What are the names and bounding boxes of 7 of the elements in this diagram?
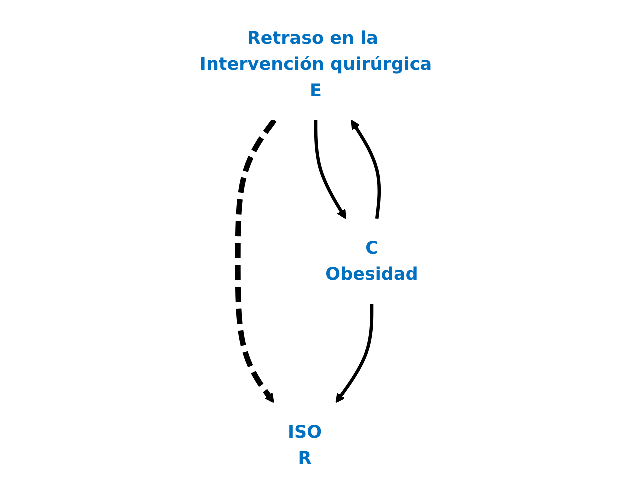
arrow (336, 304, 374, 404)
node-text: Retraso en la Intervención quirúrgica E (200, 27, 432, 101)
arrow (314, 120, 346, 220)
node-text: ISO R (288, 421, 322, 469)
arrow (351, 120, 382, 220)
node-text: C Obesidad (326, 238, 418, 285)
arrow (235, 118, 277, 404)
